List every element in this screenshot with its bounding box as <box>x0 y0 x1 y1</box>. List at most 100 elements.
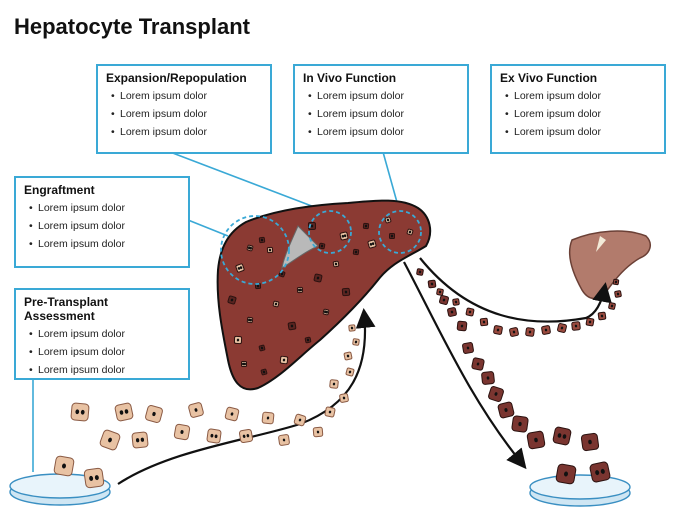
hepatocyte-cell <box>416 268 424 276</box>
hepatocyte-cell <box>541 325 551 335</box>
hepatocyte-cell <box>260 368 268 376</box>
hepatocyte-cell <box>465 307 475 317</box>
hepatocyte-cell <box>589 461 611 483</box>
expansion-item: Lorem ipsum dolor <box>111 90 262 102</box>
small-liver-highlight <box>596 236 606 252</box>
in-vivo-heading: In Vivo Function <box>303 71 397 85</box>
in-vivo-item: Lorem ipsum dolor <box>308 90 459 102</box>
hepatocyte-cell <box>462 342 474 354</box>
hepatocyte-cell <box>612 278 620 286</box>
hepatocyte-cell <box>343 351 353 361</box>
hepatocyte-cell <box>471 357 485 371</box>
hepatocyte-cell <box>99 429 121 451</box>
ex-vivo-heading: Ex Vivo Function <box>500 71 598 85</box>
in-vivo-function-box: In Vivo Function Lorem ipsum dolor Lorem… <box>293 64 469 154</box>
hepatocyte-cell <box>497 401 515 419</box>
hepatocyte-cell <box>339 231 349 241</box>
hepatocyte-cell <box>427 279 437 289</box>
engraftment-item: Lorem ipsum dolor <box>29 202 180 214</box>
hepatocyte-cell <box>481 371 495 385</box>
liver-cells <box>227 216 414 376</box>
hepatocyte-cell <box>238 428 254 444</box>
hepatocyte-cell <box>206 428 222 444</box>
hepatocyte-cell <box>261 411 275 425</box>
hepatocyte-cell <box>557 323 567 333</box>
hepatocyte-cell <box>312 426 324 438</box>
hepatocyte-cell <box>318 242 326 250</box>
ex-vivo-item: Lorem ipsum dolor <box>505 108 656 120</box>
engraftment-item: Lorem ipsum dolor <box>29 238 180 250</box>
hepatocyte-cell <box>345 367 355 377</box>
hepatocyte-cell <box>293 413 307 427</box>
ex-vivo-item: Lorem ipsum dolor <box>505 126 656 138</box>
hepatocyte-cell <box>552 426 572 446</box>
hepatocyte-cell <box>279 355 289 365</box>
pre-transplant-assessment-box: Pre-Transplant Assessment Lorem ipsum do… <box>14 288 190 380</box>
engraftment-box: Engraftment Lorem ipsum dolor Lorem ipsu… <box>14 176 190 268</box>
expansion-item: Lorem ipsum dolor <box>111 108 262 120</box>
hepatocyte-cell <box>227 295 237 305</box>
hepatocyte-cell <box>70 402 90 422</box>
pre-transplant-item: Lorem ipsum dolor <box>29 364 180 376</box>
hepatocyte-cell <box>456 320 468 332</box>
pre-transplant-item: Lorem ipsum dolor <box>29 328 180 340</box>
hepatocyte-cell <box>509 327 519 337</box>
hepatocyte-cell <box>188 402 204 418</box>
expansion-item: Lorem ipsum dolor <box>111 126 262 138</box>
hepatocyte-cell <box>511 415 529 433</box>
hepatocyte-cell <box>384 216 392 224</box>
hepatocyte-cell <box>488 386 504 402</box>
hepatocyte-cell <box>258 344 266 352</box>
hepatocyte-cell <box>241 361 247 367</box>
hepatocyte-cell <box>580 432 600 452</box>
hepatocyte-cell <box>348 324 356 332</box>
pre-transplant-heading: Pre-Transplant Assessment <box>24 295 109 323</box>
hepatocyte-cell <box>278 434 290 446</box>
hepatocyte-cell <box>352 338 360 346</box>
hepatocyte-cell <box>145 405 163 423</box>
hepatocyte-cell <box>322 308 330 316</box>
hepatocyte-cell <box>341 287 351 297</box>
hepatocyte-cell <box>246 316 254 324</box>
hepatocyte-cell <box>362 222 370 230</box>
hepatocyte-cell <box>339 393 349 403</box>
hepatocyte-cell <box>53 455 75 477</box>
hepatocyte-cell <box>438 294 450 306</box>
hepatocyte-cell <box>233 335 243 345</box>
hepatocyte-cell <box>614 290 622 298</box>
engraftment-heading: Engraftment <box>24 183 95 197</box>
hepatocyte-cell <box>388 232 396 240</box>
hepatocyte-cell <box>83 467 105 489</box>
pre-transplant-item: Lorem ipsum dolor <box>29 346 180 358</box>
liver-shape <box>216 199 432 391</box>
hepatocyte-cell <box>447 307 457 317</box>
right-petri-dish <box>529 474 631 507</box>
expansion-heading: Expansion/Repopulation <box>106 71 247 85</box>
hepatocyte-cell <box>224 406 240 422</box>
hepatocyte-cell <box>173 423 191 441</box>
hepatocyte-cell <box>332 260 340 268</box>
hepatocyte-cell <box>131 431 149 449</box>
hepatocyte-cell <box>479 317 489 327</box>
hepatocyte-cell <box>571 321 581 331</box>
cells-layer <box>53 268 622 489</box>
hepatocyte-cell <box>296 286 304 294</box>
hepatocyte-cell <box>452 298 460 306</box>
expansion-repopulation-box: Expansion/Repopulation Lorem ipsum dolor… <box>96 64 272 154</box>
hepatocyte-cell <box>406 228 414 236</box>
hepatocyte-cell <box>493 325 503 335</box>
hepatocyte-cell <box>526 430 546 450</box>
hepatocyte-cell <box>585 317 595 327</box>
hepatocyte-cell <box>329 379 339 389</box>
highlight-circles <box>220 210 422 285</box>
hepatocyte-cell <box>352 248 360 256</box>
hepatocyte-cell <box>525 327 535 337</box>
ex-vivo-function-box: Ex Vivo Function Lorem ipsum dolor Lorem… <box>490 64 666 154</box>
hepatocyte-cell <box>258 236 266 244</box>
hepatocyte-cell <box>114 402 134 422</box>
hepatocyte-cell <box>246 244 254 252</box>
hepatocyte-cell <box>608 302 616 310</box>
hepatocyte-cell <box>436 288 444 296</box>
hepatocyte-cell <box>235 263 245 273</box>
